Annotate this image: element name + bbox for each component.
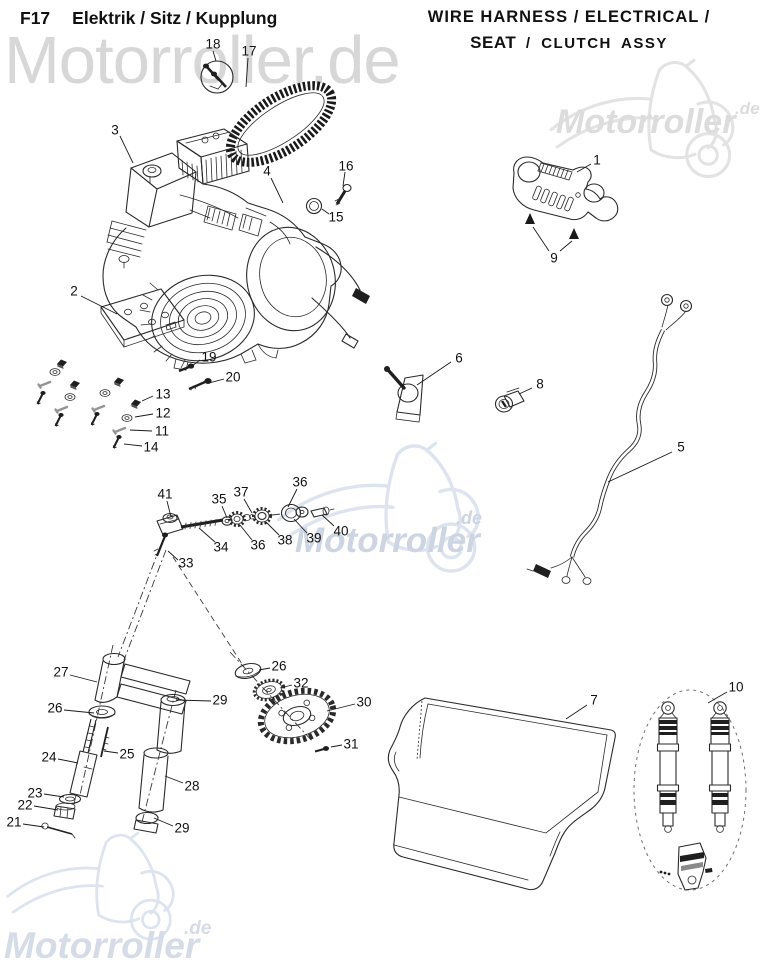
watermark-text-top: Motorroller.de (4, 23, 401, 98)
watermark-text-bottom: Motorroller (4, 925, 200, 966)
watermark-tld-top-right: .de (735, 99, 760, 118)
scooter-watermark-bottom (6, 831, 175, 941)
watermark-text-middle: Motorroller (295, 521, 480, 560)
watermark-text-top-right: Motorroller (556, 103, 736, 141)
watermark-tld-middle: .de (456, 508, 483, 528)
watermark-tld-bottom: .de (184, 918, 212, 939)
